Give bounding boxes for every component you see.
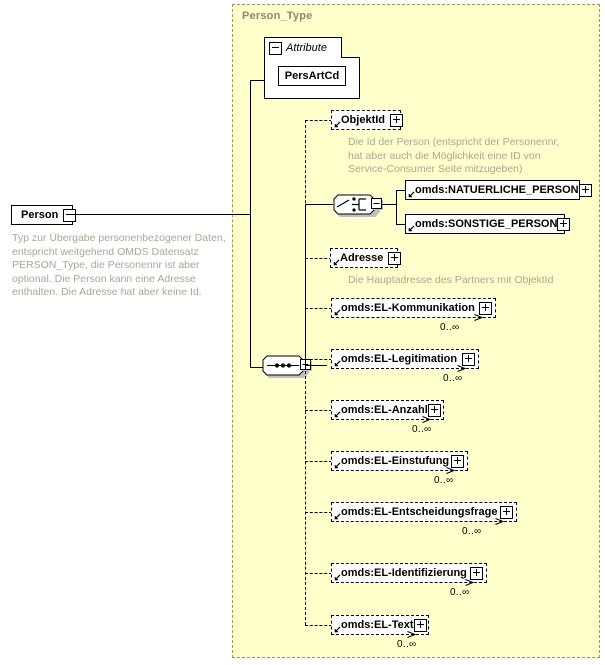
connector-choice-option-1 <box>396 224 405 225</box>
element-adresse[interactable]: Adresse <box>330 248 402 268</box>
expand-plus-icon[interactable] <box>557 217 571 231</box>
repeat-chevron-icon <box>422 416 431 423</box>
element-el-entscheidungsfrage[interactable]: omds:EL-Entscheidungsfrage <box>331 502 517 525</box>
connector-objektid <box>305 120 332 121</box>
connector-root <box>73 214 250 215</box>
attribute-tab-seam <box>265 57 341 59</box>
attribute-collapse-minus-icon[interactable] <box>269 41 282 55</box>
reference-arrow-icon <box>408 191 415 198</box>
expand-plus-icon[interactable] <box>390 113 404 127</box>
cardinality-el-legitimation: 0..∞ <box>443 373 463 384</box>
cardinality-el-entscheidungsfrage: 0..∞ <box>462 526 482 537</box>
person-box-shadow <box>16 225 78 232</box>
complex-type-container <box>232 4 600 658</box>
expand-plus-icon[interactable] <box>413 618 427 632</box>
connector-choice-rail <box>396 190 397 224</box>
expand-plus-icon[interactable] <box>500 505 513 519</box>
reference-arrow-icon <box>334 309 341 316</box>
element-sonstige-person[interactable]: omds:SONSTIGE_PERSON <box>405 214 571 234</box>
connector-el-entscheidungsfrage <box>305 512 332 513</box>
element-el-identifizierung[interactable]: omds:EL-Identifizierung <box>331 563 487 586</box>
expand-plus-icon[interactable] <box>388 251 402 265</box>
connector-el-einstufung <box>305 461 332 462</box>
repeat-chevron-icon <box>446 467 455 474</box>
reference-arrow-icon <box>333 259 340 266</box>
expand-plus-icon[interactable] <box>479 301 492 315</box>
element-el-text-label: omds:EL-Text <box>341 618 414 631</box>
expand-plus-icon[interactable] <box>462 352 475 366</box>
expand-plus-icon[interactable] <box>470 566 483 580</box>
connector-el-text <box>305 625 332 626</box>
element-adresse-label: Adresse <box>340 251 384 264</box>
reference-arrow-icon <box>334 462 341 469</box>
element-objektid-label: ObjektId <box>341 113 386 126</box>
person-documentation: Typ zur Übergabe personenbezogener Daten… <box>12 232 226 298</box>
element-el-einstufung[interactable]: omds:EL-Einstufung <box>331 451 468 474</box>
connector-choice-option-0 <box>396 190 405 191</box>
cardinality-el-anzahl: 0..∞ <box>412 424 432 435</box>
cardinality-el-kommunikation: 0..∞ <box>440 322 460 333</box>
element-el-legitimation-label: omds:EL-Legitimation <box>341 352 458 365</box>
element-el-anzahl[interactable]: omds:EL-Anzahl <box>331 400 444 423</box>
cardinality-el-einstufung: 0..∞ <box>434 475 454 486</box>
choice-node[interactable] <box>332 193 384 219</box>
repeat-chevron-icon <box>474 314 483 321</box>
attribute-persartcd-label: PersArtCd <box>284 69 340 82</box>
connector-to-sequence <box>250 367 263 368</box>
repeat-chevron-icon <box>457 365 466 372</box>
reference-arrow-icon <box>334 574 341 581</box>
cardinality-el-text: 0..∞ <box>397 639 417 650</box>
cardinality-el-identifizierung: 0..∞ <box>450 587 470 598</box>
element-objektid[interactable]: ObjektId <box>331 110 404 130</box>
adresse-documentation: Die Hauptadresse des Partners mit Objekt… <box>348 274 554 286</box>
element-el-anzahl-label: omds:EL-Anzahl <box>341 403 428 416</box>
element-el-kommunikation-label: omds:EL-Kommunikation <box>341 301 475 314</box>
element-el-kommunikation[interactable]: omds:EL-Kommunikation <box>331 298 496 321</box>
element-sonstige-person-label: omds:SONSTIGE_PERSON <box>415 217 558 230</box>
element-natuerliche-person[interactable]: omds:NATUERLICHE_PERSON <box>405 180 592 200</box>
element-el-legitimation[interactable]: omds:EL-Legitimation <box>331 349 479 372</box>
connector-children-rail <box>305 120 306 625</box>
connector-to-attribute-panel <box>250 80 265 81</box>
connector-el-anzahl <box>305 410 332 411</box>
repeat-chevron-icon <box>495 518 504 525</box>
connector-el-identifizierung <box>305 573 332 574</box>
expand-plus-icon[interactable] <box>427 403 441 417</box>
connector-choice-out <box>382 204 396 205</box>
element-el-einstufung-label: omds:EL-Einstufung <box>341 454 450 467</box>
connector-el-legitimation <box>305 359 332 360</box>
expand-plus-icon[interactable] <box>578 183 592 197</box>
reference-arrow-icon <box>408 225 415 232</box>
element-person[interactable]: Person <box>11 205 77 225</box>
attribute-panel-tab[interactable]: Attribute <box>264 37 342 58</box>
collapse-minus-icon[interactable] <box>63 208 77 222</box>
element-el-text[interactable]: omds:EL-Text <box>331 615 429 638</box>
repeat-chevron-icon <box>407 631 416 638</box>
complex-type-title: Person_Type <box>242 10 313 22</box>
connector-el-kommunikation <box>305 308 332 309</box>
element-el-identifizierung-label: omds:EL-Identifizierung <box>341 566 467 579</box>
element-person-label: Person <box>21 208 59 221</box>
connector-choice <box>305 204 333 205</box>
reference-arrow-icon <box>334 411 341 418</box>
attribute-persartcd[interactable]: PersArtCd <box>278 66 346 86</box>
attribute-panel-tab-label: Attribute <box>286 42 327 54</box>
repeat-chevron-icon <box>465 579 474 586</box>
reference-arrow-icon <box>334 513 341 520</box>
connector-trunk-vertical <box>250 80 251 367</box>
reference-arrow-icon <box>334 626 341 633</box>
connector-adresse <box>305 258 332 259</box>
element-el-entscheidungsfrage-label: omds:EL-Entscheidungsfrage <box>341 505 498 518</box>
element-natuerliche-person-label: omds:NATUERLICHE_PERSON <box>415 183 579 196</box>
connector-rail-join <box>305 365 327 366</box>
expand-plus-icon[interactable] <box>451 454 464 468</box>
objektid-documentation: Die Id der Person (entspricht der Person… <box>348 136 560 175</box>
reference-arrow-icon <box>334 121 341 128</box>
reference-arrow-icon <box>334 360 341 367</box>
connector-rail-solid-segment <box>305 204 306 365</box>
